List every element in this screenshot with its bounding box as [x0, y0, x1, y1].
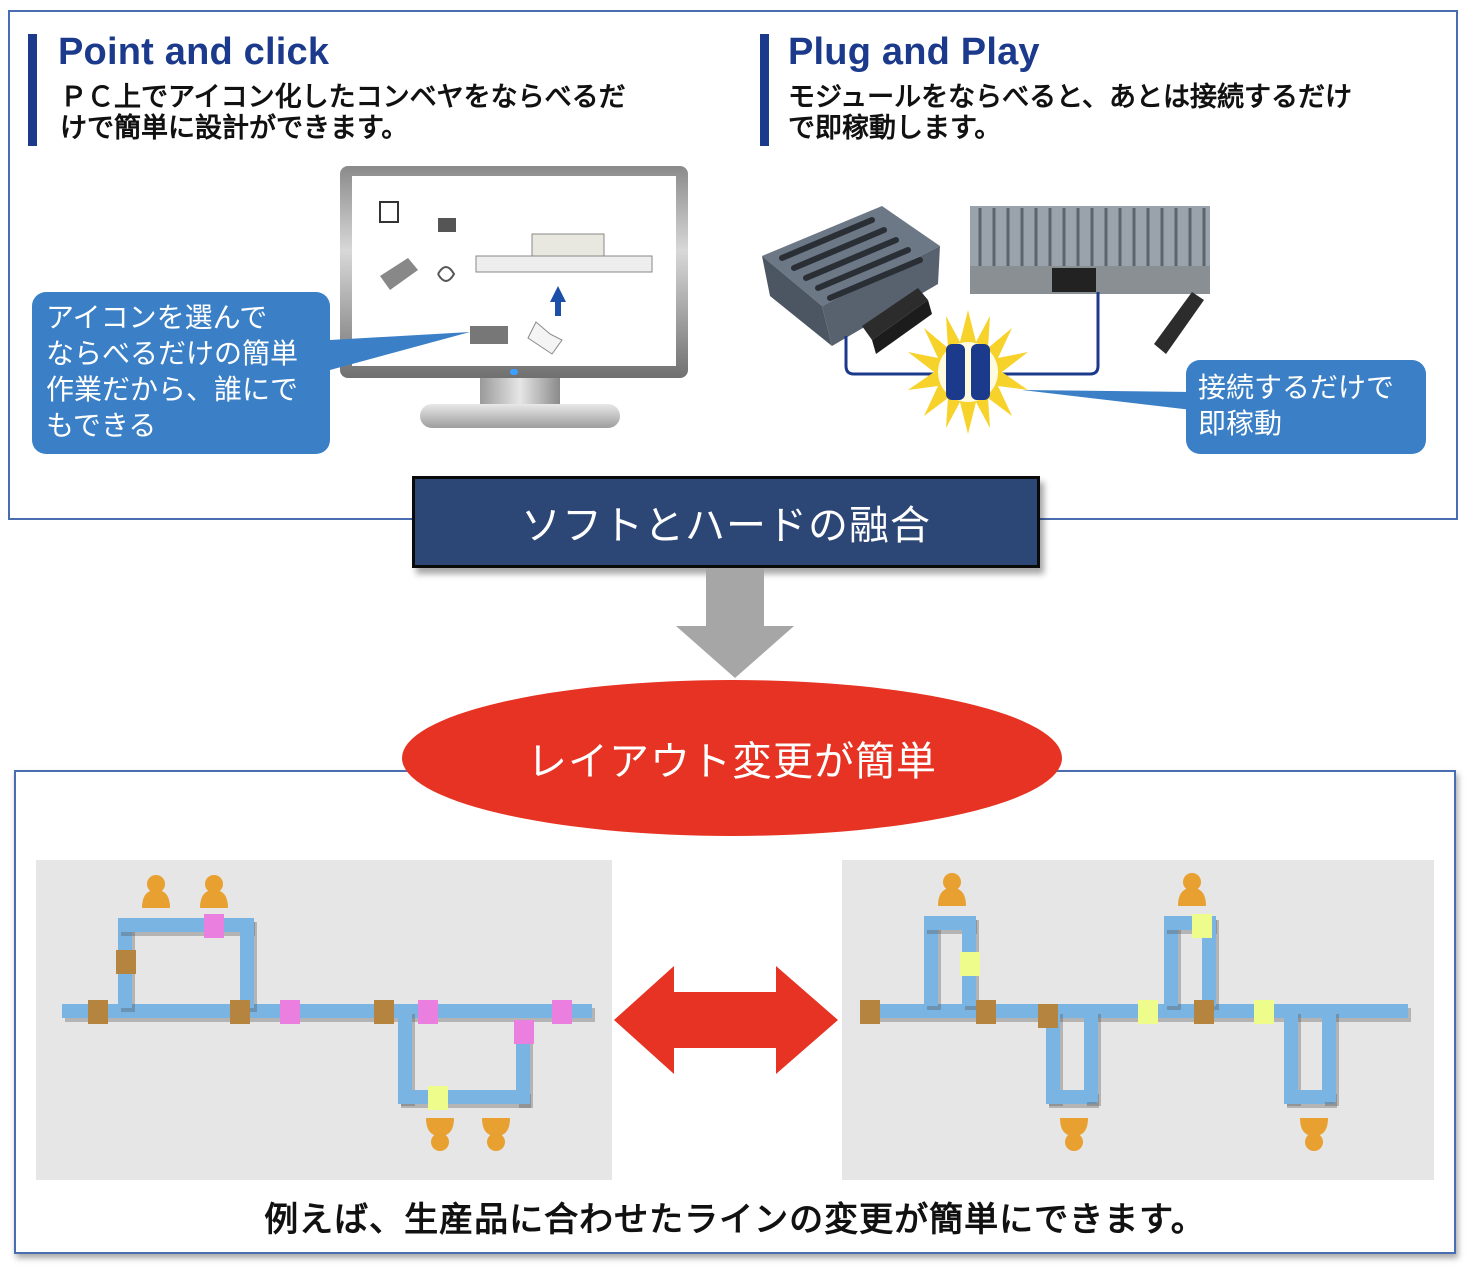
- fusion-label: ソフトとハードの融合: [521, 503, 931, 549]
- conveyor-segment: [1284, 1010, 1298, 1102]
- drag-arrow-icon: [550, 286, 566, 316]
- worker-icon: [1300, 1118, 1328, 1151]
- down-arrow-head: [676, 626, 794, 678]
- module-brown: [230, 1000, 250, 1024]
- module-pink: [514, 1020, 534, 1044]
- conveyor-module-left: [762, 206, 940, 346]
- module-pink: [418, 1000, 438, 1024]
- footer-caption: 例えば、生産品に合わせたラインの変更が簡単にできます。: [264, 1200, 1206, 1240]
- module-pink: [204, 914, 224, 938]
- down-arrow-icon: [706, 568, 764, 628]
- module-brown: [116, 950, 136, 974]
- conveyor-segment: [1322, 1010, 1336, 1102]
- fusion-box: ソフトとハードの融合: [412, 476, 1040, 568]
- module-brown: [976, 1000, 996, 1024]
- conveyor-segment: [924, 916, 938, 1006]
- description-line: モジュールをならべると、あとは接続するだけ: [788, 82, 1353, 113]
- module-pink: [552, 1000, 572, 1024]
- conveyor-segment: [1084, 1010, 1098, 1102]
- conveyor-segment: [1164, 916, 1178, 1006]
- hand-cursor-icon: [527, 321, 563, 355]
- connection-burst-icon: [908, 310, 1028, 434]
- conveyor-segment: [1284, 1090, 1334, 1104]
- conveyor-icon: [438, 218, 456, 232]
- section-accent-bar: [28, 34, 37, 146]
- module-yellow: [1192, 914, 1212, 938]
- callout-line: もできる: [46, 409, 157, 442]
- callout-pointer: [1022, 390, 1192, 410]
- conveyor-segment: [398, 1010, 412, 1102]
- conveyor-icon: [380, 258, 418, 290]
- callout-line: 接続するだけで: [1198, 371, 1395, 404]
- power-led: [510, 369, 518, 375]
- conveyor-segment: [398, 1090, 528, 1104]
- conveyor-segment: [1202, 916, 1216, 1006]
- module-yellow: [428, 1086, 448, 1110]
- monitor-base: [420, 404, 620, 428]
- plug-and-play-illustration: [762, 206, 1210, 434]
- conveyor-icon: [470, 326, 508, 344]
- module-brown: [374, 1000, 394, 1024]
- layout-preview: [531, 233, 605, 257]
- callout-line: 即稼動: [1198, 407, 1283, 440]
- description-line: ＰＣ上でアイコン化したコンベヤをならべるだ: [60, 82, 626, 113]
- controller-unit: [1154, 292, 1204, 354]
- plug-and-play-description: モジュールをならべると、あとは接続するだけ で即稼動します。: [788, 82, 1352, 144]
- section-accent-bar: [760, 34, 769, 146]
- conveyor-icon: [437, 266, 456, 282]
- before-layout-diagram: [62, 875, 595, 1151]
- conveyor-segment: [1046, 1010, 1060, 1102]
- monitor-stand: [480, 378, 560, 408]
- after-layout-panel: [842, 860, 1434, 1180]
- worker-icon: [142, 875, 170, 908]
- worker-icon: [482, 1118, 510, 1151]
- worker-icon: [426, 1118, 454, 1151]
- module-pink: [280, 1000, 300, 1024]
- conveyor-module-right: [970, 206, 1210, 294]
- module-yellow: [960, 952, 980, 976]
- callout-line: アイコンを選んで: [46, 301, 268, 334]
- layout-preview: [475, 255, 653, 273]
- conveyor-segment: [924, 916, 974, 930]
- cable: [844, 336, 942, 376]
- monitor-screen: [352, 176, 676, 366]
- conveyor-segment: [118, 918, 252, 932]
- conveyor-segment: [240, 918, 254, 1008]
- callout-line: ならべるだけの簡単: [46, 337, 299, 370]
- conveyor-segment: [516, 1030, 530, 1104]
- description-line: けで簡単に設計ができます。: [60, 113, 409, 144]
- point-and-click-callout: アイコンを選んで ならべるだけの簡単 作業だから、誰にで もできる: [32, 292, 330, 454]
- description-line: で即稼動します。: [788, 113, 1002, 144]
- conveyor-segment: [1046, 1090, 1096, 1104]
- module-brown: [88, 1000, 108, 1024]
- callout-line: 作業だから、誰にで: [46, 373, 299, 406]
- module-brown: [1194, 1000, 1214, 1024]
- point-and-click-title: Point and click: [58, 31, 330, 73]
- result-oval: レイアウト変更が簡単: [402, 680, 1062, 836]
- module-brown: [1038, 1004, 1058, 1028]
- before-layout-panel: [36, 860, 612, 1180]
- design-software-illustration: [379, 201, 653, 355]
- module-yellow: [1254, 1000, 1274, 1024]
- callout-pointer: [330, 332, 470, 370]
- conveyor-segment: [62, 1004, 592, 1018]
- double-arrow-icon: [614, 966, 838, 1074]
- module-yellow: [1138, 1000, 1158, 1024]
- cable: [992, 292, 1100, 376]
- after-layout-diagram: [860, 873, 1411, 1151]
- point-and-click-description: ＰＣ上でアイコン化したコンベヤをならべるだ けで簡単に設計ができます。: [60, 82, 626, 144]
- worker-icon: [200, 875, 228, 908]
- worker-icon: [1060, 1118, 1088, 1151]
- plug-and-play-callout: 接続するだけで 即稼動: [1186, 360, 1426, 454]
- worker-icon: [1178, 873, 1206, 906]
- module-brown: [860, 1000, 880, 1024]
- result-label: レイアウト変更が簡単: [527, 739, 937, 785]
- worker-icon: [938, 873, 966, 906]
- plug-and-play-title: Plug and Play: [788, 31, 1040, 73]
- controller-unit: [862, 288, 932, 354]
- conveyor-icon: [379, 201, 399, 223]
